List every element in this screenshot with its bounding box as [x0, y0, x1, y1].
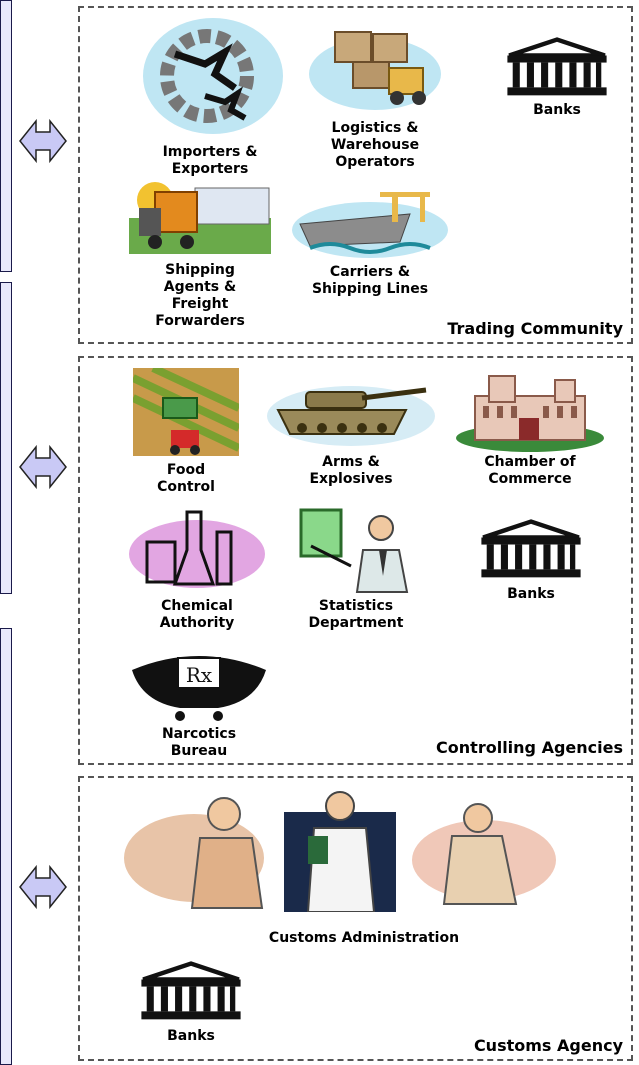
statistics-department: Statistics Department: [286, 506, 426, 632]
banks-label: Banks: [507, 586, 555, 602]
banks-trading: Banks: [492, 36, 622, 119]
bank-icon: [497, 36, 617, 98]
left-bar-controlling: [0, 282, 12, 594]
svg-text:Rx: Rx: [186, 663, 213, 687]
forklift-icon: [309, 31, 441, 110]
left-bar-customs: [0, 628, 12, 1065]
banks-label: Banks: [167, 1028, 215, 1044]
importers-exporters-icon: [143, 18, 283, 134]
bank-icon: [471, 518, 591, 580]
left-bar-trading: [0, 0, 12, 272]
customs-admin-label: Customs Administration: [268, 930, 460, 946]
arms-explosives: Arms & Explosives: [266, 372, 436, 488]
teacher-icon: [299, 508, 409, 593]
importers-exporters-label: Importers & Exporters: [162, 144, 258, 177]
truck-icon: [129, 182, 271, 254]
banks-controlling: Banks: [466, 518, 596, 603]
controlling-agencies-panel: Food Control Arms & Explosives Chamber o…: [78, 356, 633, 765]
narcotics-label: Narcotics Bureau: [161, 726, 237, 759]
tank-icon: [267, 386, 435, 446]
statistics-label: Statistics Department: [308, 598, 404, 631]
ship-icon: [292, 192, 448, 258]
trading-community-panel: Importers & Exporters Logistics & Wareho…: [78, 6, 633, 344]
narcotics-bureau: Rx Narcotics Bureau: [124, 646, 274, 760]
carriers-label: Carriers & Shipping Lines: [311, 264, 429, 297]
food-control-icon: [133, 368, 239, 456]
chamber-of-commerce: Chamber of Commerce: [450, 372, 610, 488]
customs-agency-panel: Customs Administration Banks Customs Age…: [78, 776, 633, 1061]
double-arrow-icon: [18, 118, 68, 164]
bank-icon: [131, 960, 251, 1022]
double-arrow-icon: [18, 444, 68, 490]
chamber-label: Chamber of Commerce: [484, 454, 576, 487]
trading-community-title: Trading Community: [447, 319, 623, 338]
food-control-label: Food Control: [157, 462, 215, 495]
chemical-icon: [129, 510, 265, 588]
logistics-label: Logistics & Warehouse Operators: [330, 120, 420, 170]
shipping-label: Shipping Agents & Freight Forwarders: [155, 262, 245, 329]
building-icon: [456, 375, 604, 452]
food-control: Food Control: [126, 368, 246, 496]
chemical-label: Chemical Authority: [159, 598, 235, 631]
shipping-agents: Shipping Agents & Freight Forwarders: [120, 178, 280, 330]
customs-agency-title: Customs Agency: [473, 1036, 623, 1055]
importers-exporters: Importers & Exporters: [130, 14, 290, 178]
narcotics-icon: Rx: [132, 656, 266, 721]
banks-label: Banks: [533, 102, 581, 118]
arms-explosives-label: Arms & Explosives: [309, 454, 393, 487]
customs-officers-icon: [124, 791, 556, 912]
double-arrow-icon: [18, 860, 68, 914]
carriers-shipping-lines: Carriers & Shipping Lines: [290, 184, 450, 298]
banks-customs: Banks: [126, 960, 256, 1045]
customs-administration: Customs Administration: [124, 788, 564, 948]
chemical-authority: Chemical Authority: [122, 506, 272, 632]
controlling-agencies-title: Controlling Agencies: [436, 738, 623, 757]
logistics-warehouse: Logistics & Warehouse Operators: [300, 24, 450, 171]
